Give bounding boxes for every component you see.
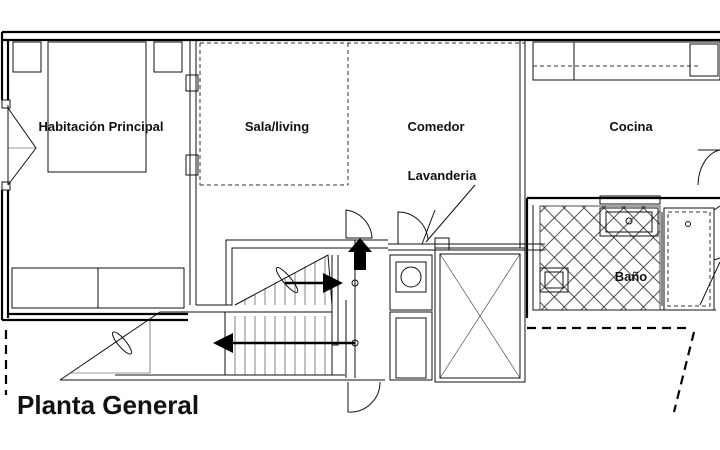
kitchen-area	[532, 41, 720, 186]
room-label-dining: Comedor	[407, 119, 464, 134]
up-arrow-icon	[348, 238, 372, 270]
room-label-laundry: Lavanderia	[408, 168, 477, 183]
stairs	[59, 240, 385, 381]
room-label-living: Sala/living	[245, 119, 309, 134]
laundry-area	[388, 184, 545, 383]
room-label-kitchen: Cocina	[609, 119, 653, 134]
plan-title: Planta General	[17, 390, 199, 420]
site-boundary	[4, 326, 696, 413]
room-label-bedroom: Habitación Principal	[39, 119, 164, 134]
bedroom-area	[1, 40, 199, 309]
doors	[345, 209, 381, 413]
outer-walls	[0, 30, 720, 322]
room-label-bathroom: Baño	[615, 269, 648, 284]
bathroom-area	[525, 195, 720, 318]
living-dining-area	[196, 40, 526, 306]
